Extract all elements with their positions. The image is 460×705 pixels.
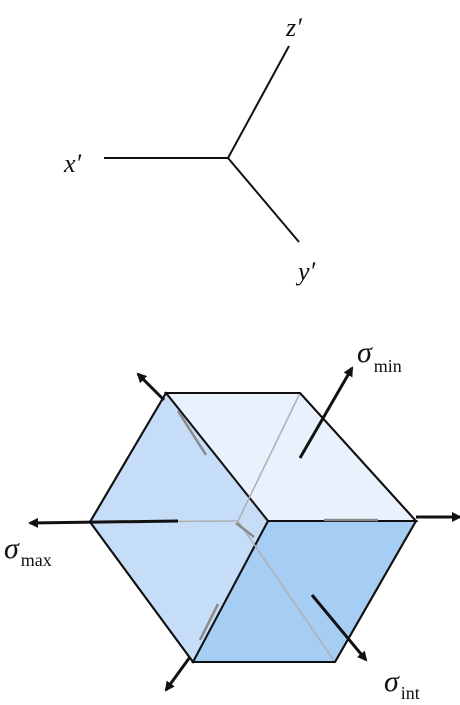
stress-arrows: [28, 366, 460, 692]
sigma-int-arrow: [310, 594, 368, 662]
z-axis-label: z′: [285, 13, 302, 42]
sigma-lower-left-arrow: [164, 656, 192, 692]
y-axis-label: y′: [295, 257, 316, 286]
y-axis-line: [227, 157, 300, 243]
sigma-min-arrow: [298, 366, 354, 459]
z-axis-line: [227, 45, 290, 159]
cube-stress-stubs: [176, 410, 378, 641]
axis-triad: x′ z′ y′: [63, 13, 316, 286]
sigma-max-arrow: [28, 517, 179, 528]
stress-cube: [88, 391, 419, 664]
x-axis-label: x′: [63, 149, 82, 178]
sigma-upper-left-arrow: [136, 372, 166, 402]
